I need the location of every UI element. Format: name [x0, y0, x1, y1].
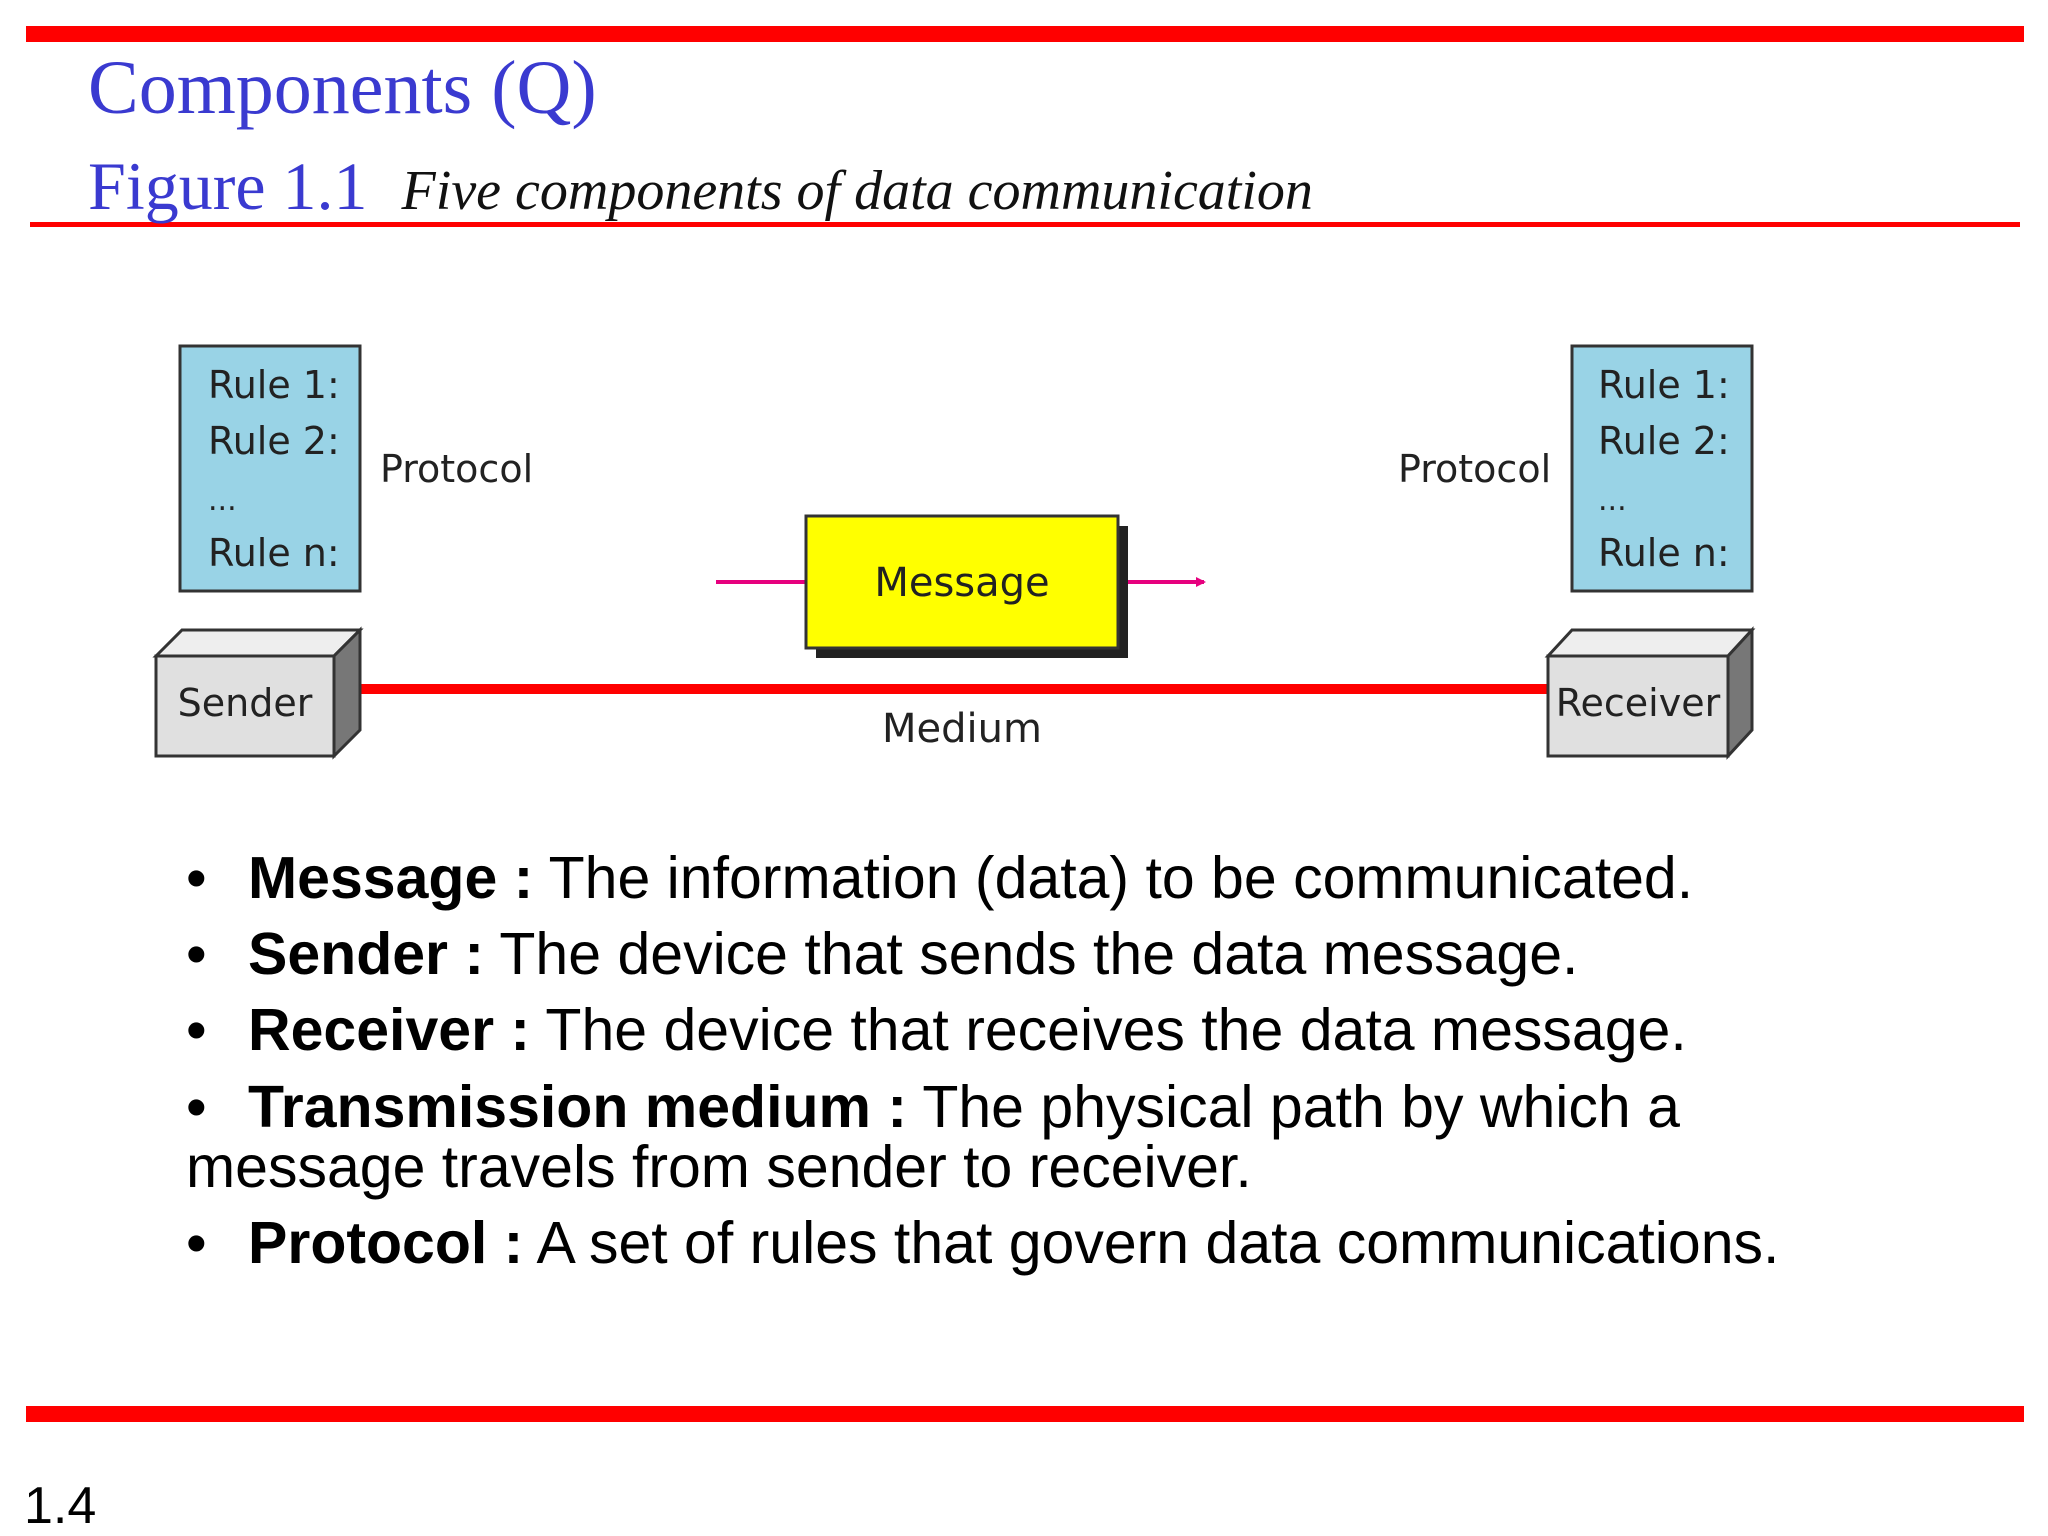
bullet-sender: •Sender : The device that sends the data…: [186, 921, 1579, 988]
bullet-dot: •: [186, 921, 207, 988]
bullet-dot: •: [186, 997, 207, 1064]
receiver-device: Receiver: [1544, 626, 1756, 760]
figure-number: Figure 1.1: [88, 148, 368, 224]
sender-rule-ellipsis: ...: [208, 483, 237, 518]
figure-caption: Five components of data communication: [401, 160, 1313, 222]
bullet-transmission-medium: •Transmission medium : The physical path…: [186, 1073, 1680, 1200]
sender-device: Sender: [152, 626, 364, 760]
sender-protocol-label: Protocol: [380, 447, 533, 491]
sender-rule-box: Rule 1: Rule 2: ... Rule n:: [178, 344, 362, 593]
medium-label: Medium: [882, 706, 1042, 752]
bullet-dot: •: [186, 1209, 207, 1276]
message-box: Message: [804, 514, 1128, 658]
receiver-protocol-label: Protocol: [1398, 447, 1551, 491]
bullet-dot: •: [186, 845, 207, 911]
receiver-rule-box: Rule 1: Rule 2: ... Rule n:: [1570, 344, 1754, 593]
data-communication-diagram: Rule 1: Rule 2: ... Rule n: Protocol Rul…: [152, 344, 1756, 760]
bullet-dot: •: [186, 1073, 207, 1140]
receiver-rule-n: Rule n:: [1598, 531, 1730, 575]
bullet-receiver: •Receiver : The device that receives the…: [186, 997, 1687, 1064]
slide-title: Components (Q): [88, 46, 597, 130]
sender-label: Sender: [178, 681, 313, 725]
sender-rule-2: Rule 2:: [208, 419, 340, 463]
sender-rule-1: Rule 1:: [208, 363, 340, 407]
receiver-rule-1: Rule 1:: [1598, 363, 1730, 407]
receiver-rule-ellipsis: ...: [1598, 483, 1627, 518]
definition-list: •Message : The information (data) to be …: [186, 848, 1986, 1289]
message-label: Message: [874, 560, 1049, 606]
bullet-protocol: •Protocol : A set of rules that govern d…: [186, 1209, 1780, 1276]
bullet-message: •Message : The information (data) to be …: [186, 845, 1694, 911]
receiver-rule-2: Rule 2:: [1598, 419, 1730, 463]
title-underline: [30, 222, 2020, 227]
page-number: 1.4: [24, 1477, 97, 1535]
receiver-label: Receiver: [1556, 681, 1721, 725]
bottom-red-bar: [26, 1406, 2024, 1422]
top-red-bar: [26, 26, 2024, 42]
sender-rule-n: Rule n:: [208, 531, 340, 575]
